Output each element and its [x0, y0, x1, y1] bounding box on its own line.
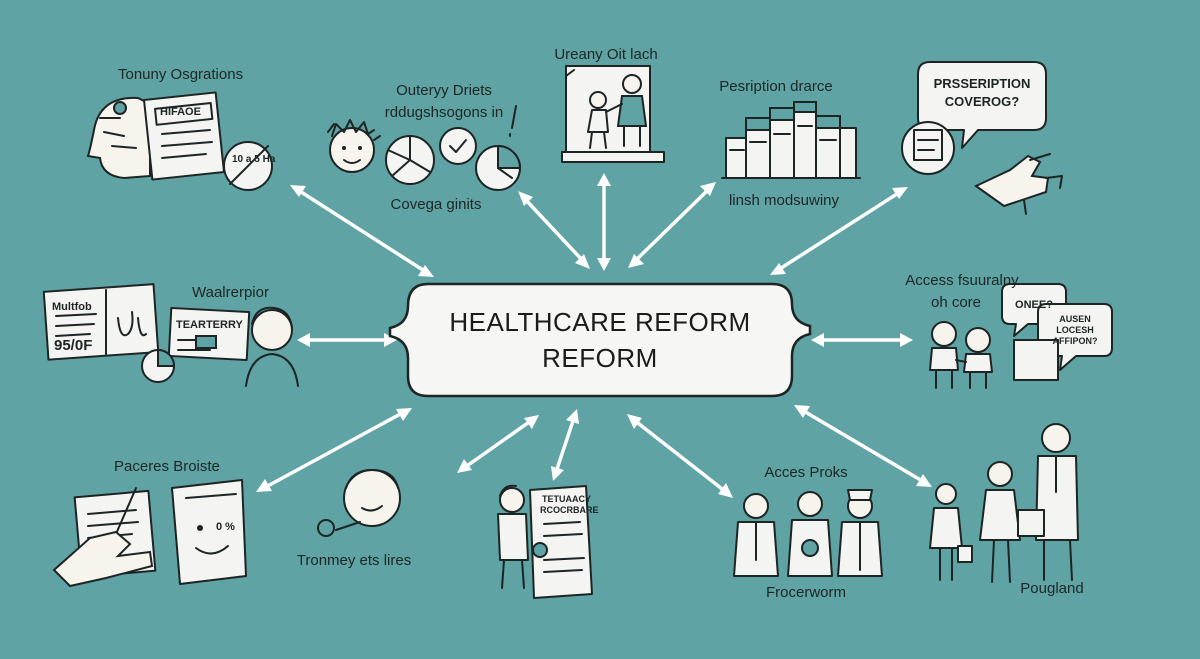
policy-document-icon — [42, 283, 160, 361]
record-line1: TETUAACY — [542, 494, 591, 504]
doc-text-hifaoe: HIFAOE — [160, 106, 201, 118]
top-left-illustration — [86, 91, 273, 191]
center-title-line1: HEALTHCARE REFORM — [449, 307, 751, 337]
arrow-to-bottom-center-right — [627, 414, 733, 498]
price-text: 95/0F — [54, 337, 92, 354]
bottom-center-right-illustration — [733, 489, 883, 577]
caption-bottom-center-right: Frocerworm — [765, 584, 847, 601]
hand-icon — [974, 154, 1050, 208]
record-line2: RCOCRBARE — [540, 505, 599, 515]
person-head-icon — [251, 309, 293, 351]
child2-head-icon — [965, 327, 991, 353]
arrow-to-mid-right — [811, 333, 913, 347]
arrow-to-top-right — [770, 187, 908, 275]
speech-bubble — [917, 61, 1047, 149]
insurance-card-icon — [167, 306, 251, 362]
top-center-left-illustration — [327, 105, 522, 191]
label-top-center-right: Pesription drarce — [719, 78, 833, 95]
center-box-outline — [388, 282, 812, 398]
label-mid-right-2: oh core — [930, 294, 982, 311]
bag-icon — [1017, 509, 1045, 537]
arrow-to-bottom-left — [256, 408, 412, 492]
poster-percent: 0 % — [216, 521, 235, 533]
bubble-one-text: ONEE? — [1015, 299, 1053, 311]
label-top-center-left-1: Outeryy Driets — [396, 82, 492, 99]
bubble-two-line1: AUSEN — [1059, 314, 1091, 324]
connector-arrows — [256, 173, 932, 498]
label-bottom-left: Paceres Broiste — [114, 458, 220, 475]
bubble-two-line3: AFFIPON? — [1053, 336, 1098, 346]
staff1-head-icon — [743, 493, 769, 519]
box-icon — [1013, 339, 1059, 381]
doc-text-multfob: Multfob — [52, 301, 92, 313]
caption-bottom-center-left: Tronmey ets lires — [296, 552, 412, 569]
writing-hand-icon — [52, 530, 154, 588]
doctor-head-icon — [622, 74, 642, 94]
center-node: HEALTHCARE REFORM REFORM — [400, 282, 800, 398]
arrow-to-mid-left — [297, 333, 397, 347]
check-clock-icon — [439, 127, 477, 165]
label-mid-right-1: Access fsuuralny — [905, 272, 1019, 289]
arrow-to-top-center-right — [628, 182, 716, 268]
arrow-to-bottom-center — [551, 409, 579, 481]
bubble-text-line1: PRSSERIPTION — [934, 76, 1031, 91]
staff2-head-icon — [797, 491, 823, 517]
arrow-to-top-left — [290, 185, 434, 277]
patient-head-icon — [589, 91, 607, 109]
top-right-illustration — [901, 61, 1063, 215]
bottom-center-left-illustration — [317, 469, 401, 537]
bottom-right-illustration — [929, 423, 1079, 583]
adult-head-icon — [1041, 423, 1071, 453]
face-icon — [329, 127, 375, 173]
caption-top-center-right: linsh modsuwiny — [728, 192, 840, 209]
bubble-two-line2: LOCESH — [1056, 325, 1094, 335]
card-text: TEARTERRY — [176, 319, 243, 331]
arrow-to-top-center — [597, 173, 611, 271]
top-center-illustration — [561, 65, 665, 163]
worker-head-icon — [499, 487, 525, 513]
clock-text: 10 a 5 Ha — [232, 154, 276, 165]
child-head-icon — [931, 321, 957, 347]
arrow-to-bottom-center-left — [457, 415, 539, 473]
arrow-to-bottom-right — [794, 405, 932, 487]
label-top-left: Tonuny Osgrations — [118, 66, 244, 83]
top-center-right-illustration — [721, 101, 861, 179]
center-title-line2: REFORM — [542, 343, 658, 373]
label-bottom-center-right: Acces Proks — [764, 464, 848, 481]
mid-left-illustration — [42, 283, 299, 387]
girl-head-icon — [935, 483, 957, 505]
mid-right-illustration — [929, 283, 1113, 389]
bubble-text-line2: COVEROG? — [945, 94, 1019, 109]
caption-bottom-right: Pougland — [1020, 580, 1084, 597]
arrow-to-top-center-left — [518, 191, 590, 269]
woman-head-icon — [987, 461, 1013, 487]
label-top-center: Ureany Oit lach — [554, 46, 658, 63]
bottom-left-illustration — [52, 479, 247, 588]
bottom-center-illustration — [497, 484, 593, 599]
discount-poster-icon — [171, 479, 247, 585]
caption-top-center-left: Covega ginits — [390, 196, 482, 213]
label-top-center-left-2: rddugshsogons in — [384, 104, 504, 121]
pen-icon — [115, 487, 137, 535]
label-mid-left: Waalrerpior — [192, 284, 269, 301]
